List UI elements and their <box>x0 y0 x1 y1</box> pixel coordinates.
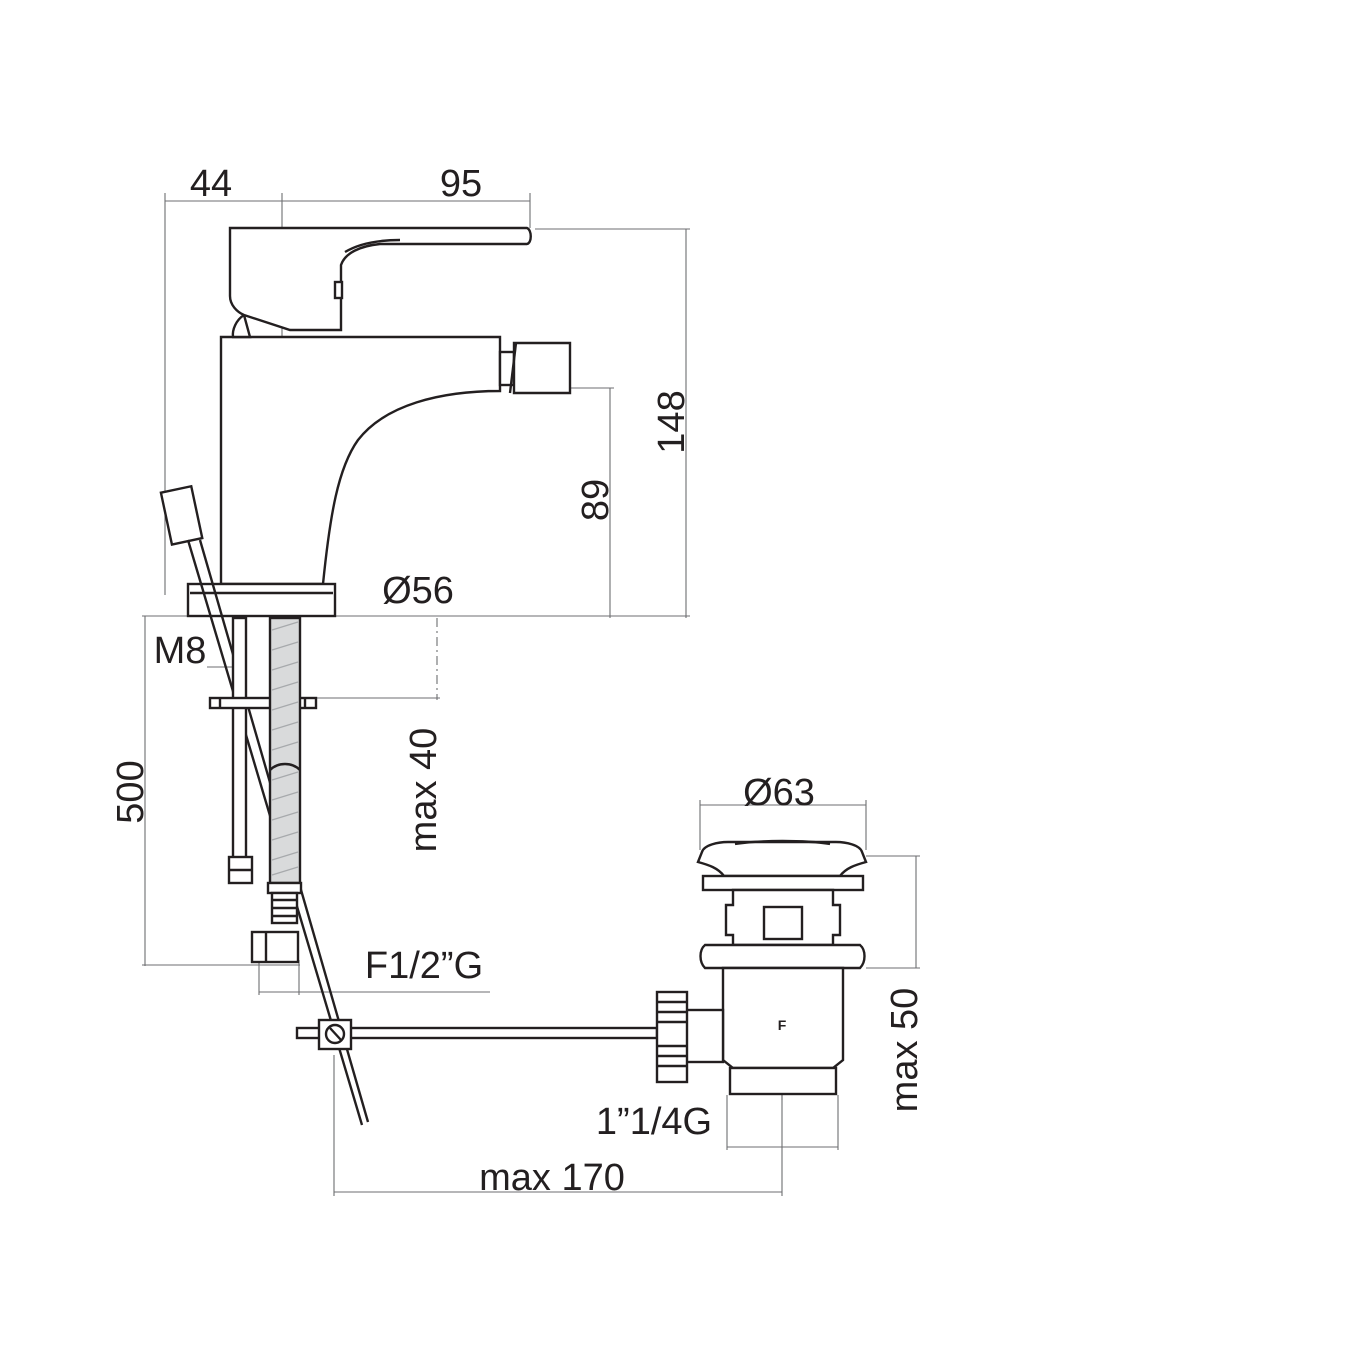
pop-up-waste: F <box>655 839 868 1096</box>
dim-500: 500 <box>110 760 152 823</box>
dim-max-40: max 40 <box>403 728 445 853</box>
dim-1-1-4g: 1”1/4G <box>596 1101 712 1143</box>
flexible-hose <box>250 616 303 964</box>
fixing-set <box>208 616 318 885</box>
dim-148: 148 <box>651 390 693 453</box>
horizontal-link-rod <box>295 1018 659 1051</box>
dimension-texts: 44 95 148 89 Ø56 M8 max 40 500 F1/2”G Ø6… <box>110 163 926 1199</box>
dimension-lines <box>142 193 920 1196</box>
dim-89: 89 <box>575 479 617 521</box>
dim-95: 95 <box>440 163 482 205</box>
dim-diameter-56: Ø56 <box>382 570 454 612</box>
waste-marking: F <box>778 1017 787 1033</box>
lever-handle <box>228 226 532 339</box>
mixer-body <box>186 335 572 618</box>
dim-diameter-63: Ø63 <box>743 772 815 814</box>
dim-44: 44 <box>190 163 232 205</box>
dim-m8: M8 <box>154 630 207 672</box>
dim-max-170: max 170 <box>479 1157 625 1199</box>
dim-max-50: max 50 <box>884 988 926 1113</box>
dim-f12g: F1/2”G <box>365 945 483 987</box>
